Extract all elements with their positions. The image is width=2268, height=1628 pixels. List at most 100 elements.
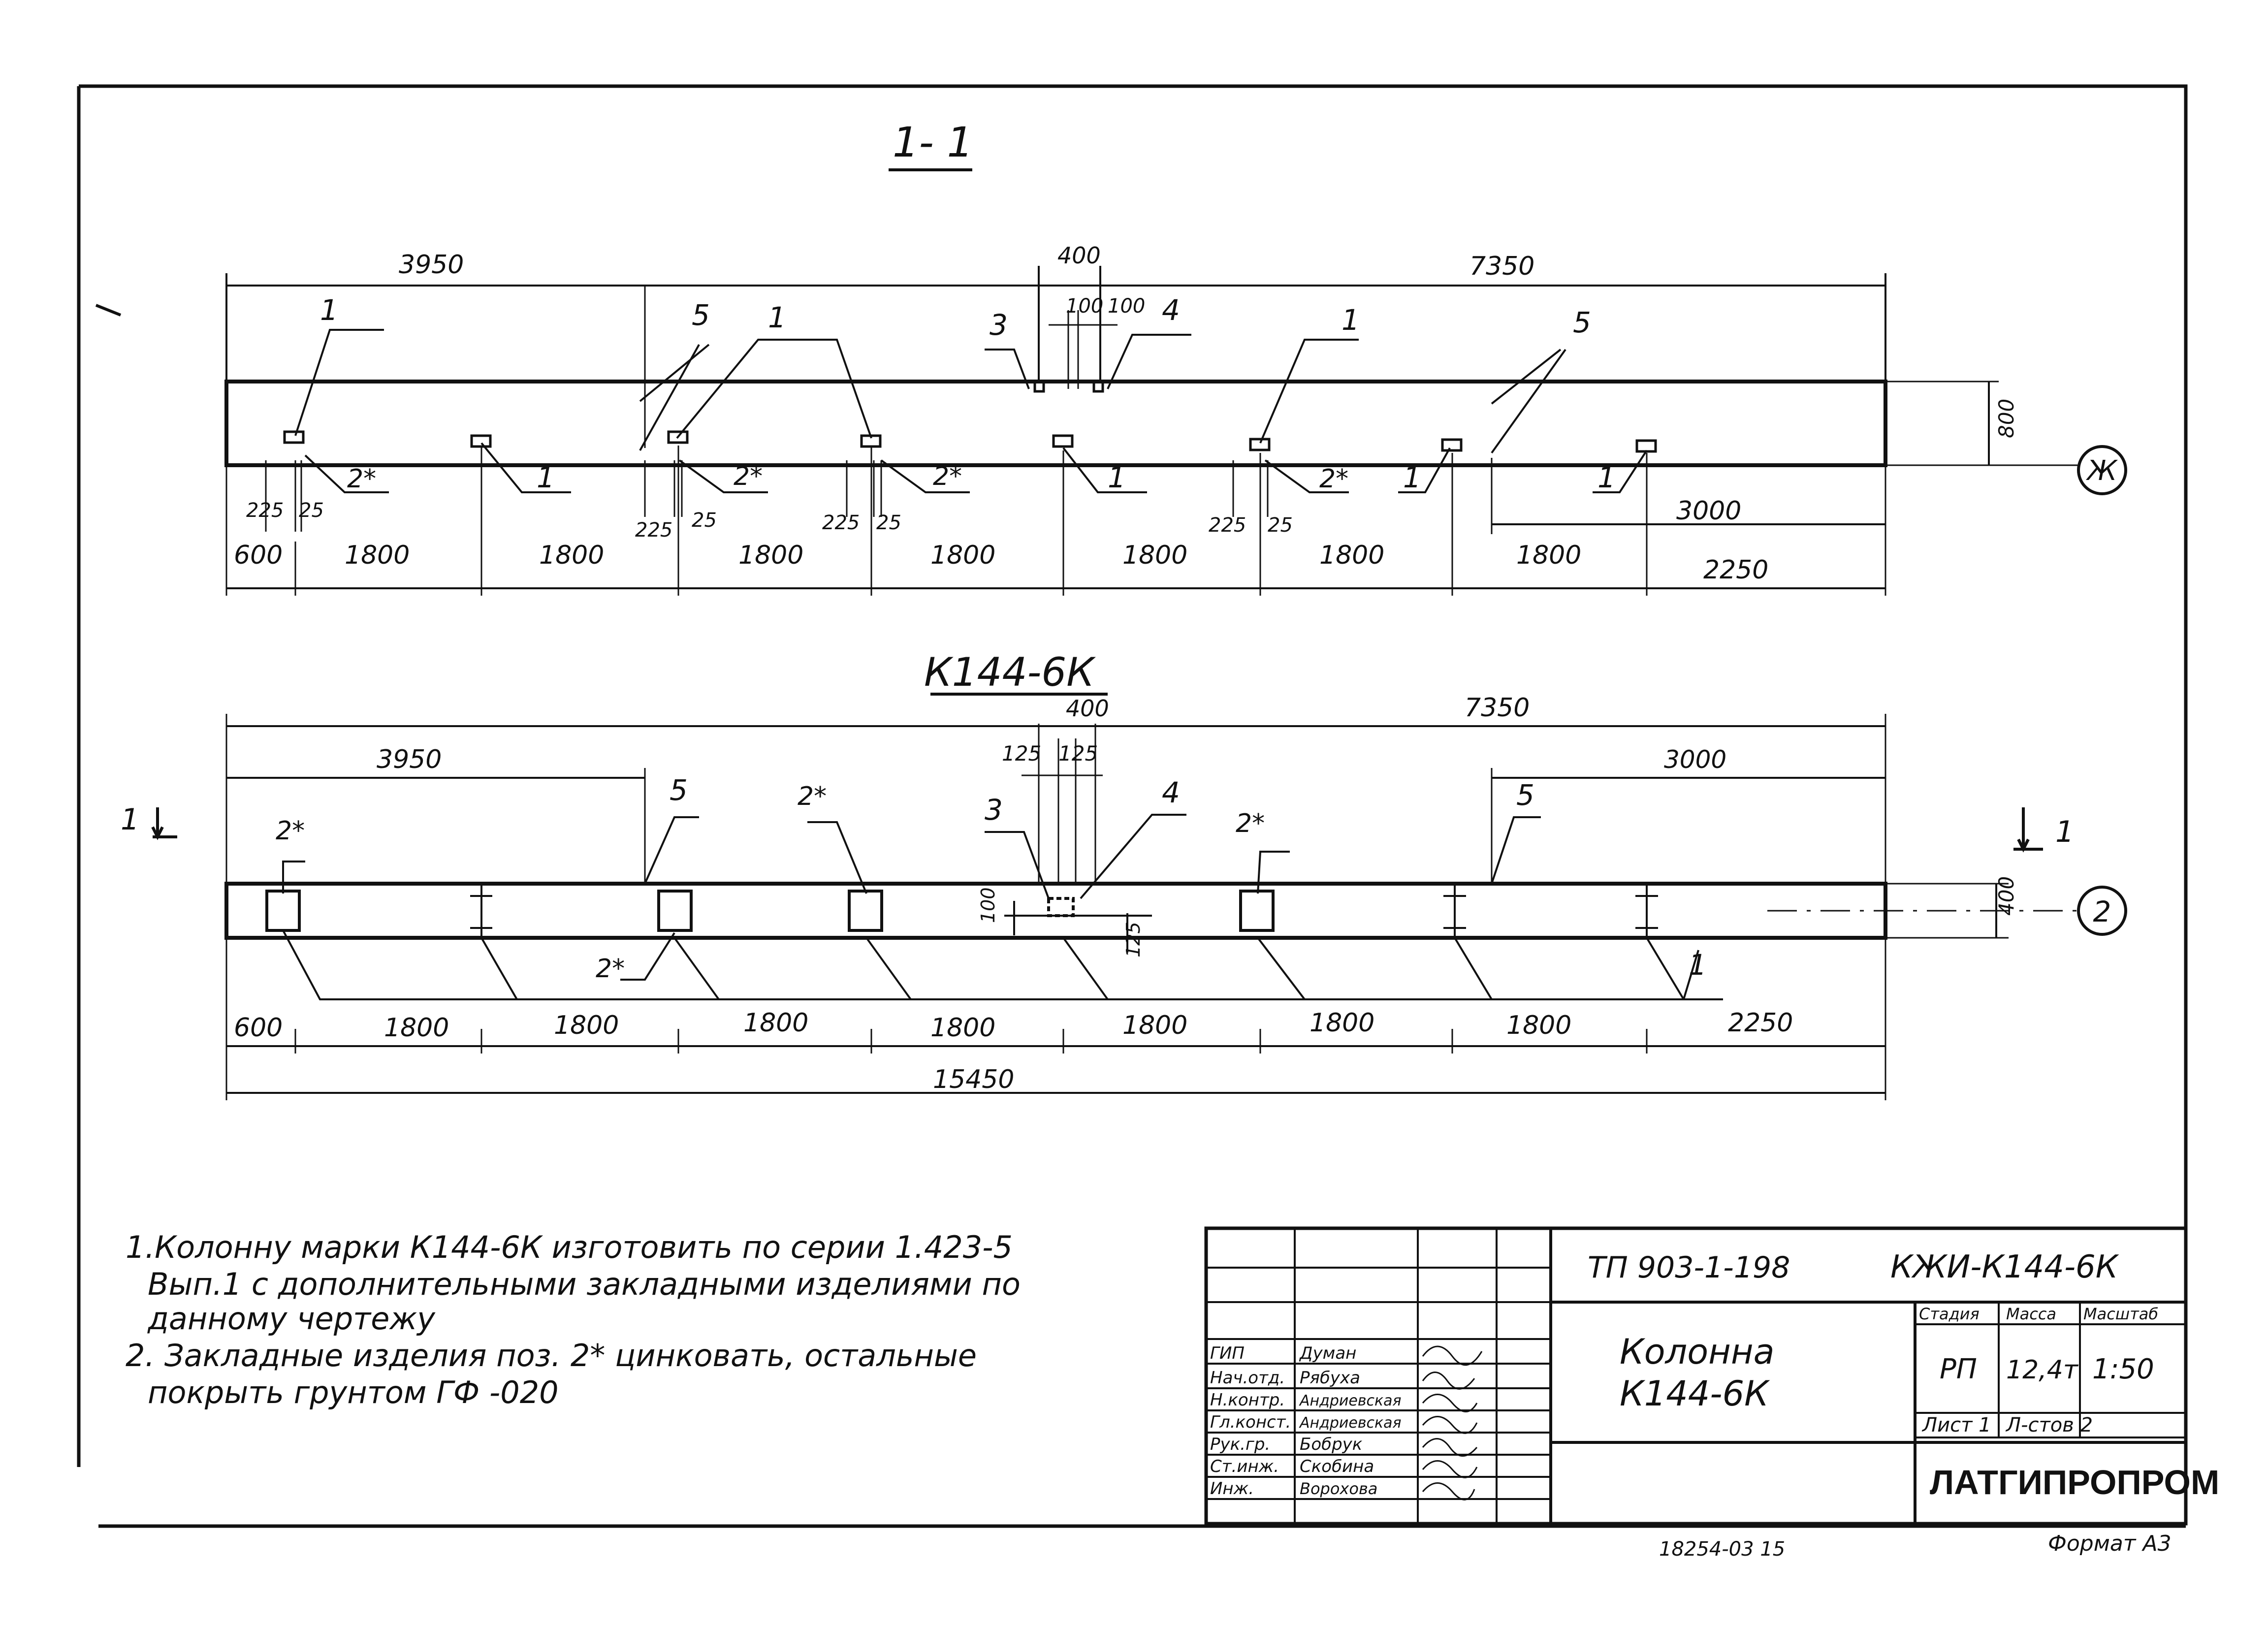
drawing-label: 1 bbox=[1597, 461, 1616, 494]
drawing-label: Андриевская bbox=[1299, 1414, 1402, 1432]
drawing-label: 1 bbox=[768, 301, 786, 334]
drawing-label: 15450 bbox=[933, 1065, 1014, 1094]
drawing-label: Колонна bbox=[1620, 1332, 1775, 1372]
drawing-label: 1 bbox=[2055, 815, 2074, 849]
drawing-label: Вып.1 с дополнительными закладными издел… bbox=[148, 1266, 1021, 1302]
drawing-label: 2* bbox=[933, 462, 962, 491]
beam-plan bbox=[224, 882, 1887, 940]
drawing-label: 1800 bbox=[930, 541, 995, 570]
drawing-label: 3 bbox=[985, 793, 1003, 827]
drawing-label: 1 bbox=[1342, 303, 1360, 337]
cut-marker-left bbox=[151, 807, 177, 840]
drawing-label: Ворохова bbox=[1300, 1479, 1377, 1498]
drawing-label: 3000 bbox=[1664, 745, 1726, 774]
drawing-label: Рябуха bbox=[1300, 1368, 1360, 1388]
drawing-label: Андриевская bbox=[1299, 1392, 1402, 1409]
drawing-label: 100 bbox=[977, 887, 999, 923]
drawing-label: 2. Закладные изделия поз. 2* цинковать, … bbox=[126, 1338, 977, 1373]
drawing-label: Инж. bbox=[1210, 1479, 1254, 1499]
drawing-label: 1800 bbox=[1122, 1011, 1187, 1040]
drawing-label: 400 bbox=[1994, 876, 2018, 916]
drawing-label: 4 bbox=[1162, 776, 1180, 809]
drawing-label: 100 bbox=[1108, 295, 1145, 318]
drawing-label: 125 bbox=[1058, 741, 1098, 766]
drawing-label: 225 bbox=[822, 511, 860, 534]
drawing-label: 25 bbox=[1268, 514, 1293, 537]
drawing-label: Нач.отд. bbox=[1210, 1368, 1285, 1388]
drawing-label: 5 bbox=[670, 773, 688, 807]
drawing-label: 600 bbox=[234, 1013, 283, 1043]
sheet-frame bbox=[77, 84, 2188, 1528]
drawing-label: 1800 bbox=[384, 1013, 449, 1043]
axis-marker-2 bbox=[2077, 886, 2127, 936]
plan-title: К144-6К bbox=[924, 649, 1096, 695]
drawing-label: 600 bbox=[234, 541, 283, 570]
drawing-label: 400 bbox=[1066, 695, 1109, 722]
drawing-label: Гл.конст. bbox=[1210, 1412, 1291, 1432]
drawing-label: 1800 bbox=[1516, 541, 1581, 570]
drawing-label: 3000 bbox=[1676, 496, 1741, 526]
drawing-label: 1 bbox=[1108, 461, 1126, 494]
drawing-label: 2* bbox=[347, 464, 376, 494]
drawing-label: Масса bbox=[2006, 1305, 2056, 1323]
drawing-label: 25 bbox=[692, 509, 717, 532]
drawing-label: ТП 903-1-198 bbox=[1588, 1250, 1790, 1285]
drawing-label: 1800 bbox=[554, 1011, 619, 1040]
organization: ЛАТГИПРОПРОМ bbox=[1930, 1463, 2219, 1501]
drawing-label: данному чертежу bbox=[147, 1301, 436, 1337]
drawing-label: 7350 bbox=[1469, 252, 1534, 281]
drawing-label: 2* bbox=[1319, 464, 1348, 494]
cut-marker-right bbox=[2013, 807, 2043, 853]
drawing-label: 25 bbox=[299, 499, 324, 522]
drawing-label: 1800 bbox=[1506, 1011, 1571, 1040]
drawing-label: 1800 bbox=[738, 541, 803, 570]
drawing-label: 1800 bbox=[539, 541, 604, 570]
drawing-label: 4 bbox=[1162, 293, 1180, 327]
drawing-label: 800 bbox=[1994, 399, 2018, 438]
drawing-label: Скобина bbox=[1300, 1457, 1374, 1476]
axis-marker-zh bbox=[2077, 445, 2127, 495]
drawing-label: 1.Колонну марки К144-6К изготовить по се… bbox=[126, 1229, 1013, 1265]
drawing-label: 1 bbox=[121, 802, 139, 837]
drawing-label: Масштаб bbox=[2083, 1305, 2158, 1323]
drawing-label: 25 bbox=[876, 511, 901, 534]
drawing-label: К144-6К bbox=[1620, 1373, 1770, 1414]
drawing-label: 2* bbox=[276, 816, 305, 846]
drawing-label: 1 bbox=[1689, 948, 1707, 982]
section-view: 1- 1 3950 400 7350 100 100 800 Ж bbox=[224, 118, 2127, 596]
drawing-label: 400 bbox=[1057, 242, 1101, 269]
embedded-plates-top bbox=[283, 380, 1657, 453]
drawing-label: 1800 bbox=[1319, 541, 1384, 570]
drawing-label: 1800 bbox=[743, 1008, 808, 1038]
drawing-label: 125 bbox=[1122, 922, 1144, 958]
drawing-label: 3 bbox=[990, 308, 1008, 342]
drawing-label: 5 bbox=[1516, 778, 1534, 812]
drawing-label: Рук.гр. bbox=[1210, 1435, 1270, 1454]
drawing-label: Думан bbox=[1299, 1343, 1356, 1363]
drawing-label: РП bbox=[1940, 1353, 1977, 1385]
drawing-label: Н.контр. bbox=[1210, 1390, 1285, 1410]
drawing-label: Ст.инж. bbox=[1210, 1457, 1279, 1476]
beam-section bbox=[224, 380, 1887, 467]
drawing-label: 100 bbox=[1066, 295, 1103, 318]
drawing-label: 2250 bbox=[1703, 555, 1768, 585]
drawing-label: 5 bbox=[1573, 306, 1591, 339]
drawing-label: 12,4т bbox=[2006, 1355, 2079, 1385]
drawing-label: 1 bbox=[1403, 461, 1421, 494]
drawing-label: 1800 bbox=[1310, 1008, 1374, 1038]
section-title: 1- 1 bbox=[893, 118, 973, 166]
drawing-label: 18254-03 15 bbox=[1659, 1538, 1785, 1561]
drawing-label: 2 bbox=[2093, 895, 2111, 928]
title-block: ГИП Нач.отд. Н.контр. Гл.конст. Рук.гр. … bbox=[1204, 1226, 2219, 1561]
drawing-label: 1 bbox=[320, 293, 338, 327]
drawing-label: Ж bbox=[2086, 455, 2118, 487]
drawing-label: 1:50 bbox=[2092, 1353, 2154, 1385]
drawing-label: Формат А3 bbox=[2048, 1531, 2172, 1556]
drawing-label: 2* bbox=[1236, 809, 1265, 838]
drawing-label: покрыть грунтом ГФ -020 bbox=[148, 1374, 559, 1410]
drawing-label: 5 bbox=[692, 298, 710, 332]
drawing-label: 1 bbox=[537, 461, 555, 494]
drawing-label: ГИП bbox=[1210, 1343, 1245, 1363]
drawing-label: Бобрук bbox=[1300, 1435, 1363, 1454]
drawing-label: 1800 bbox=[345, 541, 410, 570]
